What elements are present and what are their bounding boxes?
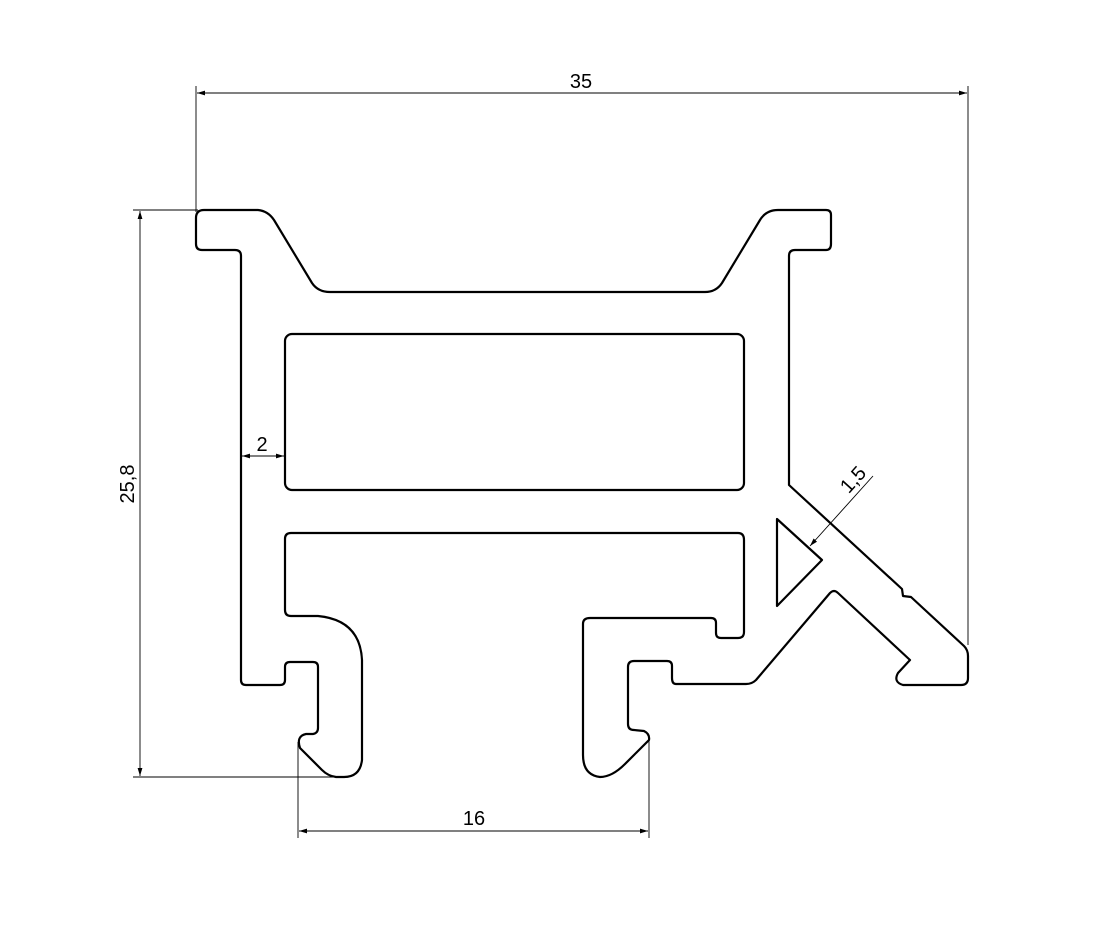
height-dimension: 25,8	[117, 209, 340, 778]
width-dimension: 35	[195, 71, 969, 645]
diagonal-thickness-label: 1,5	[836, 462, 871, 497]
slot-spacing-dimension: 16	[297, 738, 650, 838]
height-dimension-label: 25,8	[117, 465, 139, 504]
profile-outer-outline	[194, 208, 970, 779]
slot-spacing-label: 16	[463, 808, 485, 830]
width-dimension-label: 35	[570, 71, 592, 93]
wall-thickness-label: 2	[256, 434, 267, 456]
triangular-cavity	[775, 517, 824, 608]
upper-cavity	[283, 332, 746, 492]
wall-thickness-dimension: 2	[242, 434, 284, 459]
